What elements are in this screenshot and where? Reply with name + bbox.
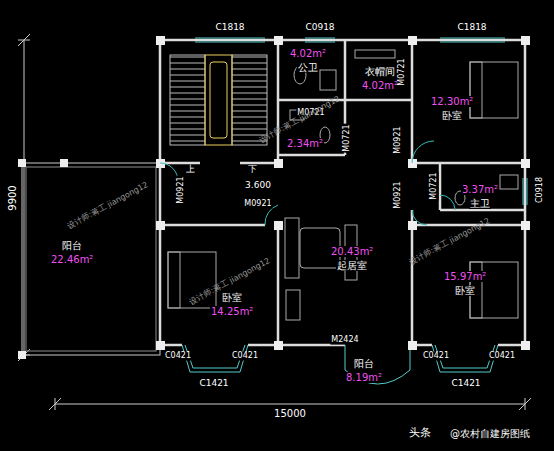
door-code: M0921 <box>394 125 403 154</box>
stair-direction: 上 <box>185 165 196 175</box>
door-code: M0921 <box>394 180 403 209</box>
window-code: C1421 <box>450 379 481 389</box>
room-area: 12.30m² 卧室 <box>428 95 476 122</box>
window-code: C1421 <box>198 379 229 389</box>
elevation: 3.600 <box>244 181 272 191</box>
room-area: 15.97m² 卧室 <box>441 270 489 297</box>
door-code: M0921 <box>243 200 272 209</box>
room-name: 起居室 <box>336 260 368 271</box>
window-code: C0421 <box>164 352 192 361</box>
area-value: 8.19m² <box>345 372 383 383</box>
area-value: 3.37m² <box>461 184 499 195</box>
window-code: C0421 <box>231 352 259 361</box>
window-code: C0421 <box>488 352 516 361</box>
window-code: C0918 <box>304 23 335 33</box>
area-value: 2.34m² <box>286 138 324 149</box>
door-code: M0721 <box>398 57 407 86</box>
room-name: 卧室 <box>454 285 476 296</box>
room-name: 阳台 <box>353 358 375 369</box>
platform-mark: @农村自建房图纸 <box>449 428 531 439</box>
window-code: C0918 <box>536 176 545 204</box>
door-code: M2424 <box>330 336 359 345</box>
room-area: 4.02m² 公卫 <box>287 47 329 74</box>
room-name: 阳台 <box>61 240 83 251</box>
room-area: 卧室 14.25m² <box>208 291 256 318</box>
area-value: 4.02m² <box>361 80 399 91</box>
watermark: 设计师:蒋工 jiangong12 <box>66 181 150 231</box>
room-area: 3.37m² 主卫 <box>459 183 501 210</box>
dimension: 9900 <box>7 184 18 211</box>
dimension: 15000 <box>273 408 307 419</box>
door-code: M0721 <box>343 123 352 152</box>
window-code: C1818 <box>214 23 245 33</box>
area-value: 12.30m² <box>430 96 474 107</box>
area-value: 15.97m² <box>443 271 487 282</box>
platform-mark: 头条 <box>408 427 432 439</box>
room-area: 衣帽间 4.02m² <box>359 65 401 92</box>
area-value: 14.25m² <box>210 306 254 317</box>
room-area: 2.34m² <box>284 137 326 150</box>
area-value: 4.02m² <box>289 48 327 59</box>
room-area: 阳台 22.46m² <box>48 239 96 266</box>
area-value: 22.46m² <box>50 254 94 265</box>
room-name: 卧室 <box>221 292 243 303</box>
room-name: 卧室 <box>441 110 463 121</box>
room-area: 阳台 8.19m² <box>343 357 385 384</box>
room-name: 主卫 <box>469 198 491 209</box>
area-value: 20.43m² <box>330 246 374 257</box>
room-area: 20.43m² 起居室 <box>328 245 376 272</box>
room-name: 衣帽间 <box>364 66 396 77</box>
window-code: C0421 <box>422 352 450 361</box>
door-code: M0721 <box>430 171 439 200</box>
stair-direction: 下 <box>247 165 258 175</box>
window-code: C1818 <box>456 23 487 33</box>
room-name: 公卫 <box>297 62 319 73</box>
door-code: M0921 <box>177 175 186 204</box>
